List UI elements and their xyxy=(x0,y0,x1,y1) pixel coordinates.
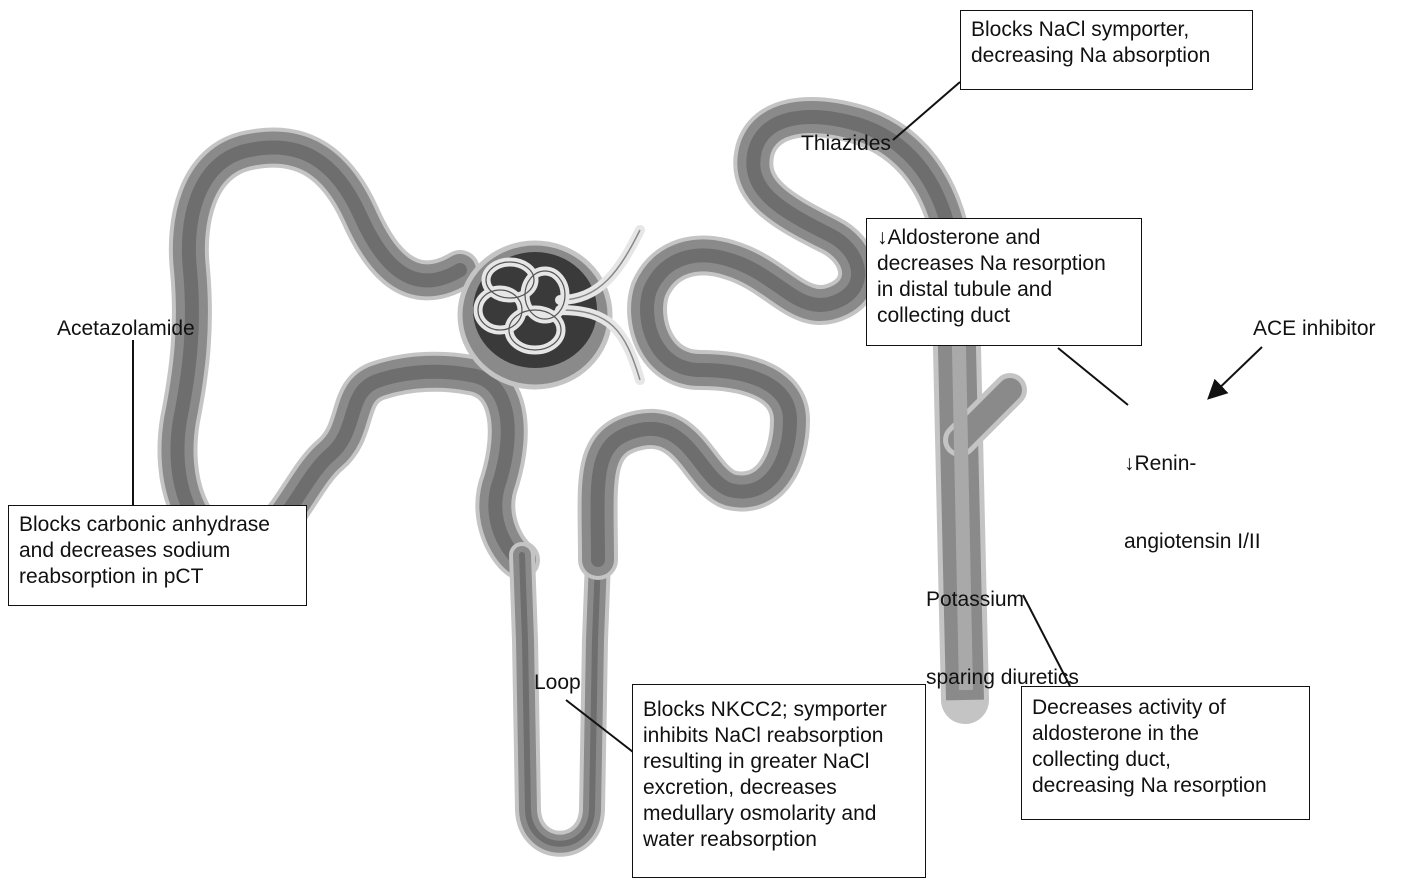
thiazides-label: Thiazides xyxy=(801,131,891,157)
potassium-sparing-box-line-4: decreasing Na resorption xyxy=(1032,773,1299,799)
thiazides-box-line-1: Blocks NaCl symporter, xyxy=(971,17,1242,43)
loop-label: Loop xyxy=(534,670,581,696)
loop-box-line-4: excretion, decreases xyxy=(643,775,915,801)
loop-box-line-6: water reabsorption xyxy=(643,827,915,853)
acetazolamide-label: Acetazolamide xyxy=(57,316,195,342)
potassium-sparing-box-line-2: aldosterone in the xyxy=(1032,721,1299,747)
loop-box-line-2: inhibits NaCl reabsorption xyxy=(643,723,915,749)
thiazides-box: Blocks NaCl symporter, decreasing Na abs… xyxy=(960,10,1253,90)
aldosterone-box: ↓Aldosterone and decreases Na resorption… xyxy=(866,218,1142,346)
acetazolamide-box-line-2: and decreases sodium xyxy=(19,538,296,564)
potassium-sparing-box-line-3: collecting duct, xyxy=(1032,747,1299,773)
renin-label-line-2: angiotensin I/II xyxy=(1124,529,1261,555)
renin-angiotensin-label: ↓Renin- angiotensin I/II xyxy=(1124,399,1261,607)
glomerulus xyxy=(460,230,640,387)
loop-box-line-3: resulting in greater NaCl xyxy=(643,749,915,775)
aldosterone-box-line-4: collecting duct xyxy=(877,303,1131,329)
ace-inhibitor-arrow xyxy=(1210,347,1262,397)
loop-box: Blocks NKCC2; symporter inhibits NaCl re… xyxy=(632,684,926,878)
loop-box-line-1: Blocks NKCC2; symporter xyxy=(643,697,915,723)
potassium-sparing-label-line-1: Potassium xyxy=(926,587,1079,613)
potassium-sparing-box: Decreases activity of aldosterone in the… xyxy=(1021,686,1310,820)
acetazolamide-box-line-1: Blocks carbonic anhydrase xyxy=(19,512,296,538)
loop-of-henle xyxy=(522,555,598,844)
loop-box-line-5: medullary osmolarity and xyxy=(643,801,915,827)
acetazolamide-box-line-3: reabsorption in pCT xyxy=(19,564,296,590)
acetazolamide-box: Blocks carbonic anhydrase and decreases … xyxy=(8,505,307,606)
proximal-convoluted-tubule xyxy=(177,148,520,560)
leader-lines xyxy=(133,82,1262,752)
thiazides-leader-line xyxy=(893,82,960,140)
ace-inhibitor-label: ACE inhibitor xyxy=(1253,316,1376,342)
thiazides-box-line-2: decreasing Na absorption xyxy=(971,43,1242,69)
aldosterone-box-line-1: ↓Aldosterone and xyxy=(877,225,1131,251)
renin-label-line-1: ↓Renin- xyxy=(1124,451,1261,477)
aldosterone-leader-line xyxy=(1058,348,1128,405)
aldosterone-box-line-3: in distal tubule and xyxy=(877,277,1131,303)
potassium-sparing-box-line-1: Decreases activity of xyxy=(1032,695,1299,721)
aldosterone-box-line-2: decreases Na resorption xyxy=(877,251,1131,277)
